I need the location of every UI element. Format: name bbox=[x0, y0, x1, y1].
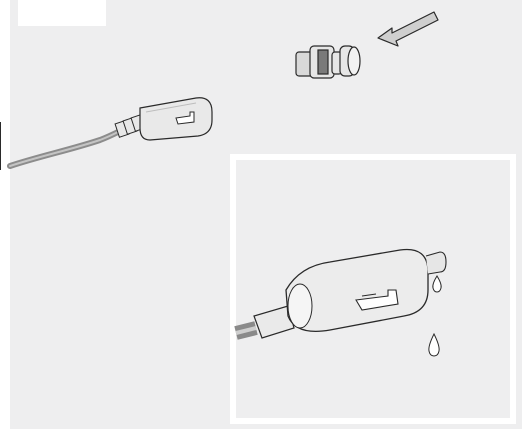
detail-inset bbox=[233, 157, 513, 421]
tube-assembly bbox=[10, 98, 212, 166]
inset-nozzle bbox=[426, 252, 446, 274]
arrow-left-icon bbox=[378, 12, 438, 46]
callout-box-top-left bbox=[20, 0, 104, 24]
connector-adapter bbox=[296, 46, 360, 78]
